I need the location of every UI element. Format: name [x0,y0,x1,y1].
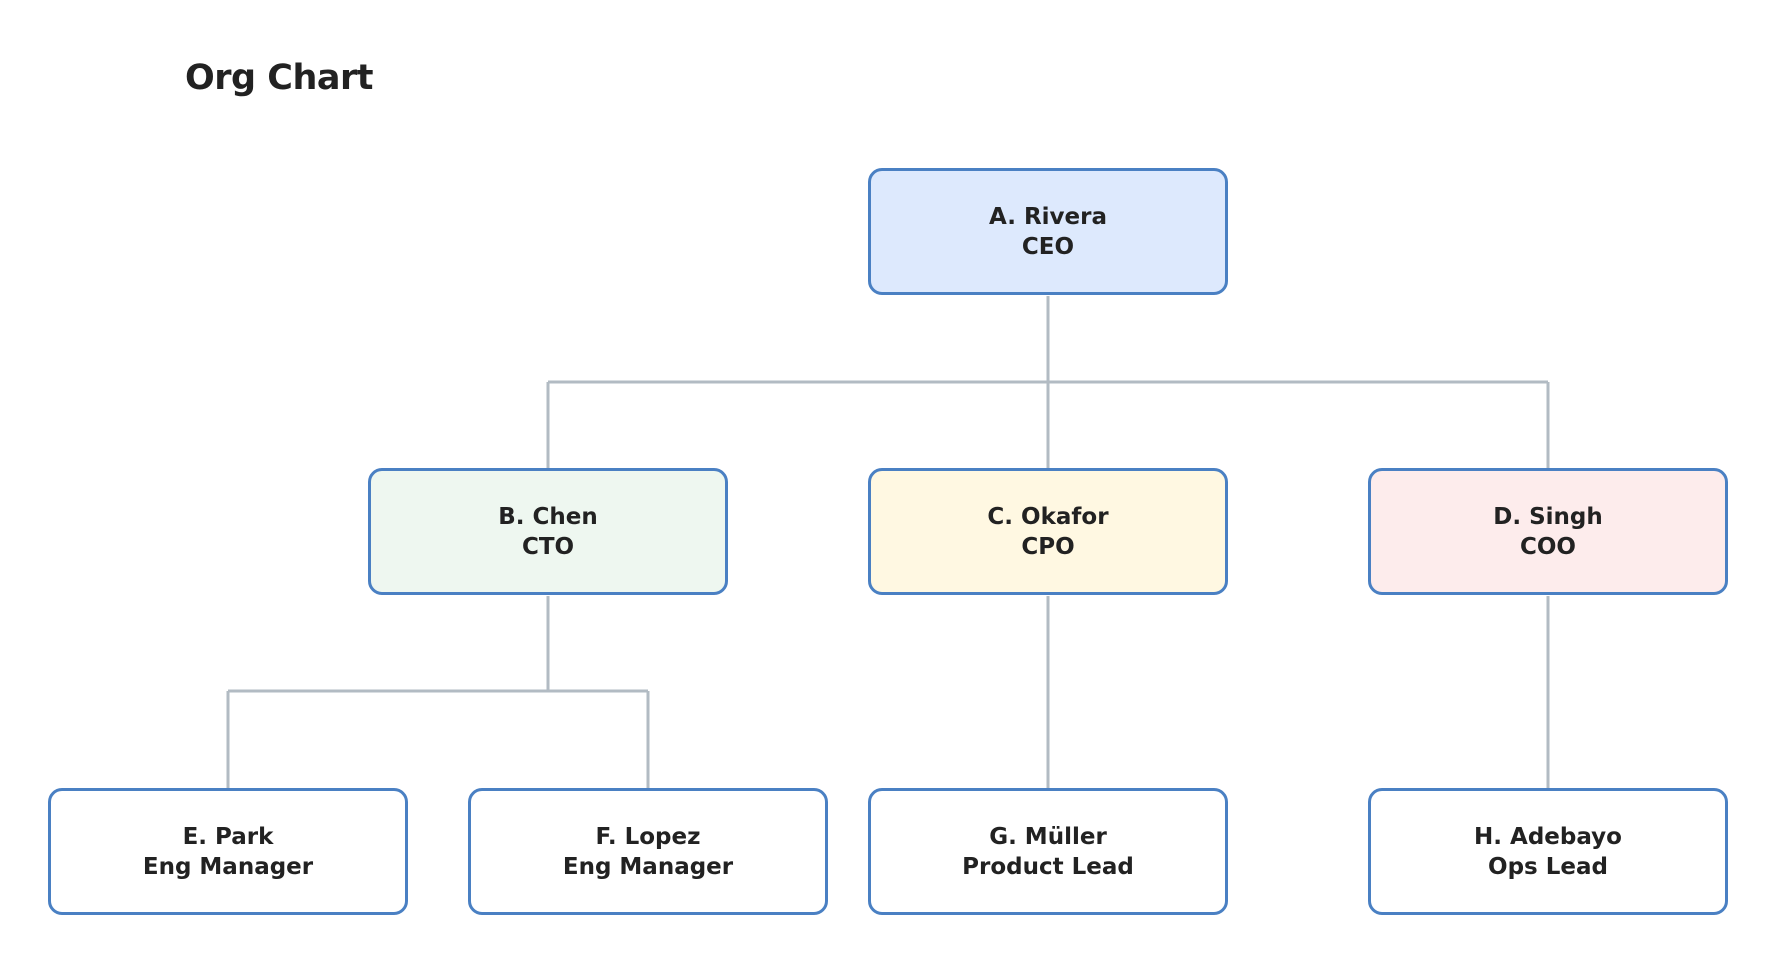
node-role: Eng Manager [562,853,734,880]
org-node-lopez: F. Lopez Eng Manager [468,788,828,915]
node-name: G. Müller [989,823,1107,850]
org-node-singh: D. Singh COO [1368,468,1728,595]
node-role: Product Lead [962,853,1134,880]
node-role: CEO [1021,233,1075,260]
org-node-park: E. Park Eng Manager [48,788,408,915]
node-role: CPO [1021,533,1075,560]
node-name: B. Chen [498,503,598,530]
node-name: F. Lopez [595,823,701,850]
node-role: Eng Manager [142,853,314,880]
org-node-chen: B. Chen CTO [368,468,728,595]
org-node-okafor: C. Okafor CPO [868,468,1228,595]
page-title: Org Chart [185,58,373,98]
node-role: Ops Lead [1488,853,1608,880]
node-name: D. Singh [1493,503,1603,530]
node-name: C. Okafor [987,503,1109,530]
node-name: E. Park [182,823,274,850]
org-node-adebayo: H. Adebayo Ops Lead [1368,788,1728,915]
node-name: A. Rivera [988,203,1108,230]
node-role: CTO [521,533,575,560]
org-node-rivera: A. Rivera CEO [868,168,1228,295]
node-name: H. Adebayo [1474,823,1622,850]
node-role: COO [1520,533,1576,560]
org-node-muller: G. Müller Product Lead [868,788,1228,915]
